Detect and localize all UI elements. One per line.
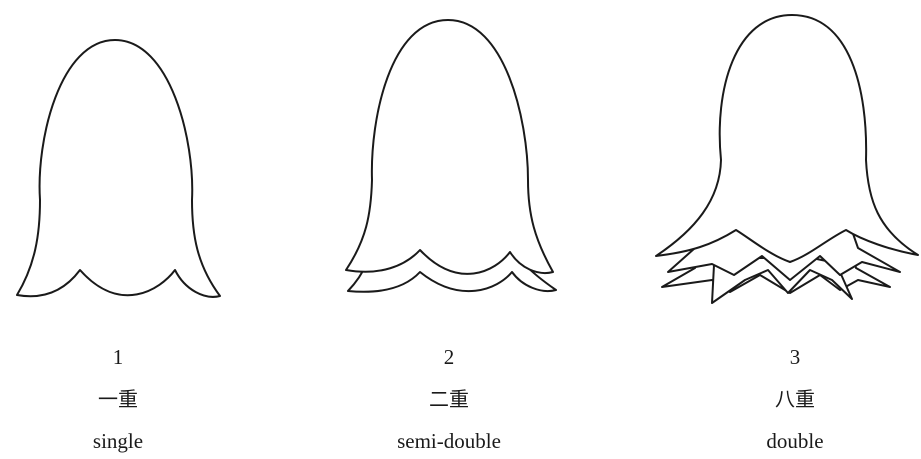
figure-caption-semi-double: 2 二重 semi-double: [339, 336, 559, 459]
flower-illustrations: [16, 14, 919, 304]
english-label: single: [92, 429, 144, 453]
figure-number: 2: [443, 345, 455, 369]
figure-caption-double: 3 八重 double: [685, 336, 905, 459]
double-bell-flower-icon: [655, 14, 919, 304]
japanese-label: 一重: [98, 387, 138, 411]
english-label: double: [766, 429, 824, 453]
figure-caption-single: 1 一重 single: [8, 336, 228, 459]
english-label: semi-double: [397, 429, 501, 453]
japanese-label: 二重: [429, 387, 469, 411]
figure-number: 1: [112, 345, 124, 369]
japanese-label: 八重: [775, 387, 815, 411]
figure-number: 3: [789, 345, 801, 369]
single-bell-flower-icon: [16, 39, 221, 298]
semi-double-bell-flower-icon: [345, 19, 557, 293]
